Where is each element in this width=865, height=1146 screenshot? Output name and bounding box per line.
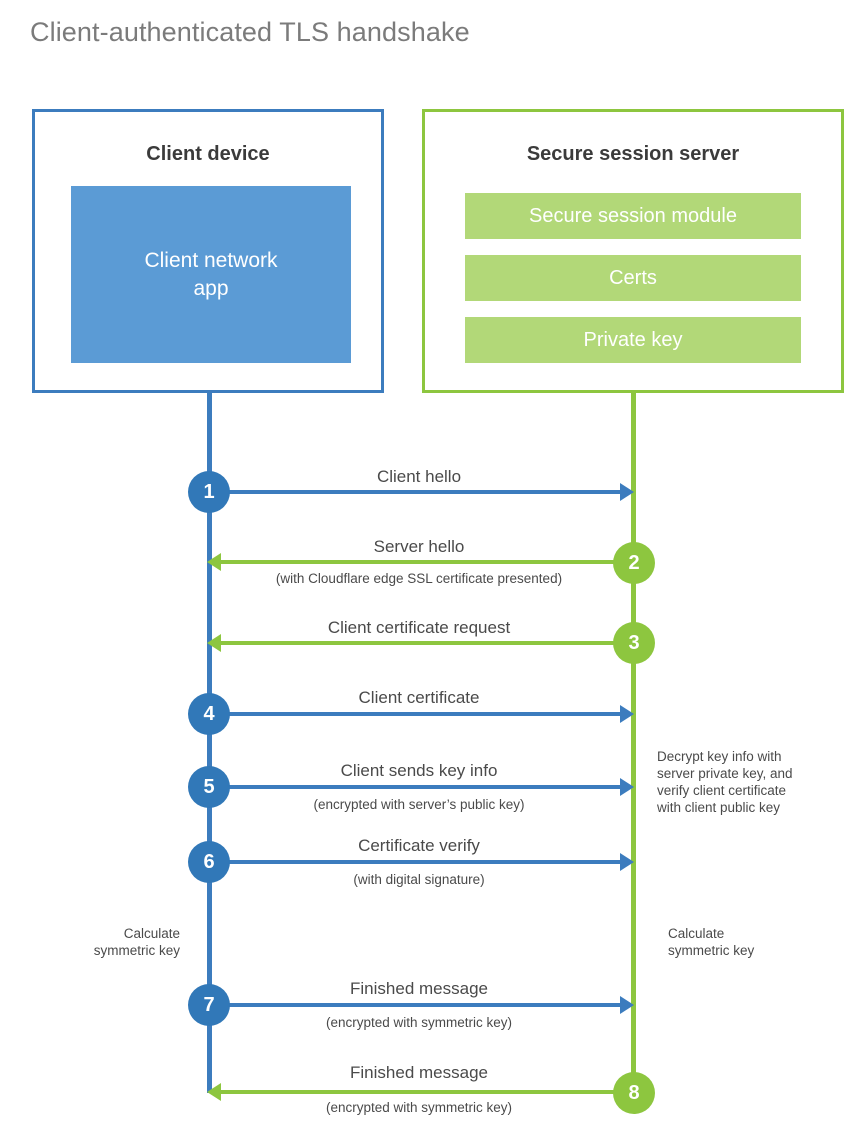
step-sublabel-8: (encrypted with symmetric key) <box>325 1100 513 1115</box>
secure-session-server-panel: Secure session server Secure session mod… <box>422 109 844 393</box>
secure-session-server-title: Secure session server <box>526 143 740 165</box>
arrow-line-step-5 <box>207 785 626 789</box>
arrow-line-step-3 <box>216 641 634 645</box>
server-bar-label: Secure session module <box>529 204 737 227</box>
step-circle-2: 2 <box>613 542 655 584</box>
arrow-line-step-2 <box>216 560 634 564</box>
step-label-2: Server hello <box>373 537 465 556</box>
arrow-line-step-1 <box>207 490 626 494</box>
step-number: 8 <box>628 1081 640 1104</box>
client-device-title: Client device <box>146 143 270 165</box>
note-server-calculate-symmetric-key: Calculate symmetric key <box>668 925 848 959</box>
client-network-app-label: Client network app <box>144 247 277 303</box>
server-lifeline <box>631 391 636 1093</box>
step-sublabel-5: (encrypted with server’s public key) <box>313 797 525 812</box>
server-bar-certs: Certs <box>465 255 801 301</box>
step-label-4: Client certificate <box>358 688 480 707</box>
arrow-head-step-8 <box>207 1083 221 1101</box>
step-label-6: Certificate verify <box>358 836 480 855</box>
note-client-calculate-symmetric-key: Calculate symmetric key <box>30 925 180 959</box>
step-circle-6: 6 <box>188 841 230 883</box>
arrow-line-step-6 <box>207 860 626 864</box>
client-app-label-line2: app <box>193 276 229 300</box>
step-circle-5: 5 <box>188 766 230 808</box>
step-number: 2 <box>628 551 640 574</box>
arrow-line-step-4 <box>207 712 626 716</box>
step-label-5: Client sends key info <box>340 761 498 780</box>
note-line: Decrypt key info with <box>657 749 782 764</box>
arrow-line-step-7 <box>207 1003 626 1007</box>
arrow-head-step-5 <box>620 778 634 796</box>
arrow-head-step-7 <box>620 996 634 1014</box>
step-circle-1: 1 <box>188 471 230 513</box>
arrow-line-step-8 <box>216 1090 634 1094</box>
arrow-head-step-1 <box>620 483 634 501</box>
step-sublabel-7: (encrypted with symmetric key) <box>325 1015 513 1030</box>
arrow-head-step-3 <box>207 634 221 652</box>
step-circle-7: 7 <box>188 984 230 1026</box>
step-number: 6 <box>203 850 215 873</box>
arrow-head-step-4 <box>620 705 634 723</box>
step-label-7: Finished message <box>350 979 488 998</box>
step-number: 1 <box>203 480 215 503</box>
step-label-3: Client certificate request <box>327 618 511 637</box>
client-app-label-line1: Client network <box>144 248 278 272</box>
step-number: 7 <box>203 993 215 1016</box>
step-label-8: Finished message <box>350 1063 488 1082</box>
client-network-app-box: Client network app <box>71 186 351 363</box>
client-lifeline <box>207 391 212 1093</box>
note-line: Calculate <box>668 926 725 941</box>
step-number: 4 <box>203 702 215 725</box>
client-device-panel: Client device Client network app <box>32 109 384 393</box>
server-bar-secure-session-module: Secure session module <box>465 193 801 239</box>
note-line: server private key, and <box>657 766 793 781</box>
step-sublabel-6: (with digital signature) <box>353 872 485 887</box>
arrow-head-step-6 <box>620 853 634 871</box>
step-number: 3 <box>628 631 640 654</box>
step-sublabel-2: (with Cloudflare edge SSL certificate pr… <box>275 571 563 586</box>
step-label-1: Client hello <box>376 467 462 486</box>
note-line: verify client certificate <box>657 783 787 798</box>
server-bar-private-key: Private key <box>465 317 801 363</box>
page-title: Client-authenticated TLS handshake <box>30 17 470 47</box>
note-line: Calculate <box>123 926 180 941</box>
note-server-decrypt: Decrypt key info with server private key… <box>657 748 857 816</box>
step-circle-3: 3 <box>613 622 655 664</box>
note-line: symmetric key <box>93 943 180 958</box>
step-circle-4: 4 <box>188 693 230 735</box>
note-line: symmetric key <box>668 943 755 958</box>
step-circle-8: 8 <box>613 1072 655 1114</box>
server-bar-label: Certs <box>609 266 657 289</box>
server-bar-label: Private key <box>583 328 683 351</box>
step-number: 5 <box>203 775 215 798</box>
arrow-head-step-2 <box>207 553 221 571</box>
note-line: with client public key <box>657 800 781 815</box>
